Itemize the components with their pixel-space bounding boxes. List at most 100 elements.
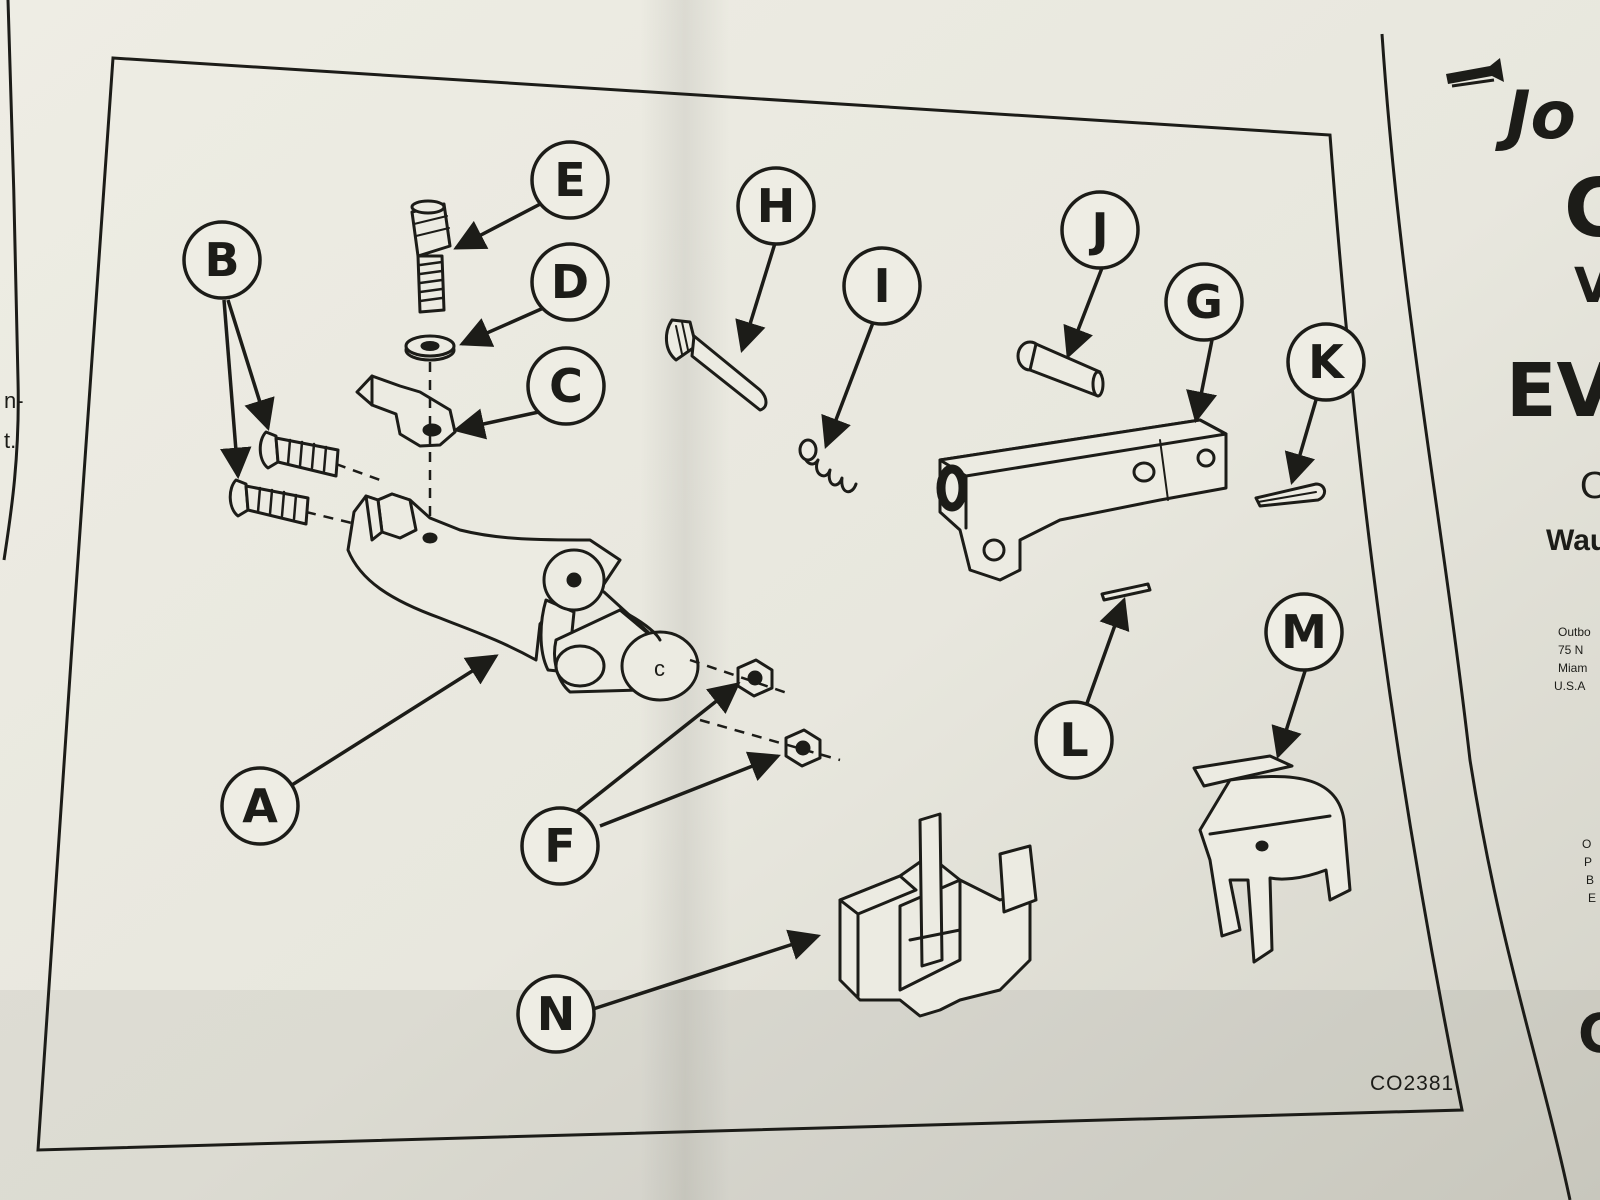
callout-a-circle bbox=[220, 766, 300, 846]
callout-circles: A B CDE F G H I J K L M N bbox=[182, 140, 1366, 1054]
callout-g-label: G bbox=[1185, 275, 1223, 329]
leader-arrows bbox=[220, 198, 1318, 1012]
callout-i: I bbox=[842, 246, 922, 326]
leader-n bbox=[589, 929, 821, 1012]
leader-b-2 bbox=[220, 299, 252, 480]
callout-i-circle bbox=[842, 246, 922, 326]
callout-d-circle bbox=[530, 242, 610, 322]
callout-j: J bbox=[1060, 190, 1140, 270]
right-sheet-edge bbox=[1380, 33, 1572, 1200]
callout-f-circle bbox=[520, 806, 600, 886]
left-margin-text-1: n- bbox=[4, 388, 24, 413]
part-j-pin bbox=[1016, 340, 1105, 398]
address-line-4: U.S.A bbox=[1554, 679, 1585, 693]
callout-n-circle bbox=[516, 974, 596, 1054]
callout-j-label: J bbox=[1088, 203, 1108, 257]
callout-j-circle bbox=[1060, 190, 1140, 270]
callout-k-circle bbox=[1286, 322, 1366, 402]
leader-k bbox=[1284, 399, 1318, 486]
callout-m: M bbox=[1264, 592, 1344, 672]
address2-line-1: O bbox=[1582, 837, 1591, 851]
leader-j bbox=[1063, 267, 1104, 359]
left-margin-text-2: t. bbox=[4, 428, 16, 453]
part-k-cotter-pin bbox=[1254, 482, 1326, 508]
callout-i-label: I bbox=[873, 259, 890, 313]
callout-k: K bbox=[1286, 322, 1366, 402]
bottom-letter-c: C bbox=[1578, 1002, 1600, 1065]
callout-e-circle bbox=[530, 140, 610, 220]
callout-e-label: E bbox=[554, 153, 585, 207]
part-i-spring bbox=[798, 438, 858, 494]
callout-g: G bbox=[1164, 262, 1244, 342]
leader-f-1 bbox=[564, 682, 741, 822]
callout-c: C bbox=[526, 346, 606, 426]
callout-b: B bbox=[182, 220, 262, 300]
callout-l-label: L bbox=[1059, 713, 1088, 767]
callout-n-label: N bbox=[537, 987, 576, 1041]
callout-d-label: D bbox=[551, 255, 589, 309]
callout-a: A bbox=[220, 766, 300, 846]
paper-bottom-shadow bbox=[0, 990, 1600, 1200]
address2-line-3: B bbox=[1586, 873, 1594, 887]
callout-f-label: F bbox=[544, 819, 575, 873]
part-m-clip bbox=[1192, 754, 1352, 964]
leader-m bbox=[1271, 667, 1308, 760]
address-block-2: O P B E bbox=[1582, 837, 1596, 905]
callout-m-circle bbox=[1264, 592, 1344, 672]
leader-b-1 bbox=[226, 299, 275, 432]
subheading-o: O bbox=[1580, 465, 1600, 507]
callout-m-label: M bbox=[1281, 605, 1327, 659]
callout-b-label: B bbox=[204, 233, 239, 287]
callout-l: L bbox=[1034, 700, 1114, 780]
leader-f-2 bbox=[599, 751, 781, 828]
address-line-2: 75 N bbox=[1558, 643, 1583, 657]
part-n-block bbox=[838, 812, 1038, 1018]
leader-l bbox=[1084, 597, 1130, 707]
part-a-bracket: c bbox=[346, 492, 700, 702]
callout-e: E bbox=[530, 140, 610, 220]
callout-b-circle bbox=[182, 220, 262, 300]
brand-wordmark: Jo bbox=[1495, 77, 1576, 154]
address2-line-2: P bbox=[1584, 855, 1592, 869]
callout-h-label: H bbox=[757, 179, 796, 233]
callout-h: H bbox=[736, 166, 816, 246]
heading-letter-v: V bbox=[1574, 258, 1600, 314]
assembly-lines bbox=[305, 362, 841, 762]
leader-i bbox=[821, 319, 876, 449]
callout-c-circle bbox=[526, 346, 606, 426]
part-e-screw bbox=[410, 199, 452, 314]
leader-d bbox=[459, 304, 549, 347]
heading-letter-c: C bbox=[1564, 162, 1600, 255]
part-b-screws bbox=[228, 430, 340, 526]
part-h-knob-pin bbox=[665, 318, 768, 412]
callout-d: D bbox=[530, 242, 610, 322]
leader-e bbox=[453, 198, 549, 250]
address-block: Outbo 75 N Miam U.S.A bbox=[1554, 625, 1591, 693]
leader-c bbox=[452, 408, 549, 440]
callout-f: F bbox=[520, 806, 600, 886]
leader-h bbox=[735, 239, 778, 354]
heading-ev: EV bbox=[1506, 348, 1600, 434]
address-line-1: Outbo bbox=[1558, 625, 1591, 639]
figure-code: CO2381 bbox=[1370, 1072, 1454, 1095]
part-d-washer bbox=[404, 334, 456, 362]
callout-a-label: A bbox=[242, 779, 278, 833]
address2-line-4: E bbox=[1588, 891, 1596, 905]
paper-fold-shadow bbox=[640, 0, 730, 1200]
leader-a bbox=[283, 654, 499, 792]
callout-k-label: K bbox=[1308, 335, 1346, 389]
part-g-arm bbox=[936, 418, 1228, 582]
callout-c-label: C bbox=[549, 359, 583, 413]
callout-g-circle bbox=[1164, 262, 1244, 342]
callout-l-circle bbox=[1034, 700, 1114, 780]
address-line-3: Miam bbox=[1558, 661, 1587, 675]
diagram-frame bbox=[36, 56, 1464, 1152]
part-a-mark: c bbox=[654, 656, 665, 681]
part-f-nuts bbox=[736, 658, 822, 768]
callout-h-circle bbox=[736, 166, 816, 246]
subtitle-fragment: Wau bbox=[1546, 524, 1600, 557]
brand-arrow-mark bbox=[1446, 58, 1504, 84]
part-c-tab-plate bbox=[355, 374, 457, 448]
leader-g bbox=[1186, 339, 1218, 424]
